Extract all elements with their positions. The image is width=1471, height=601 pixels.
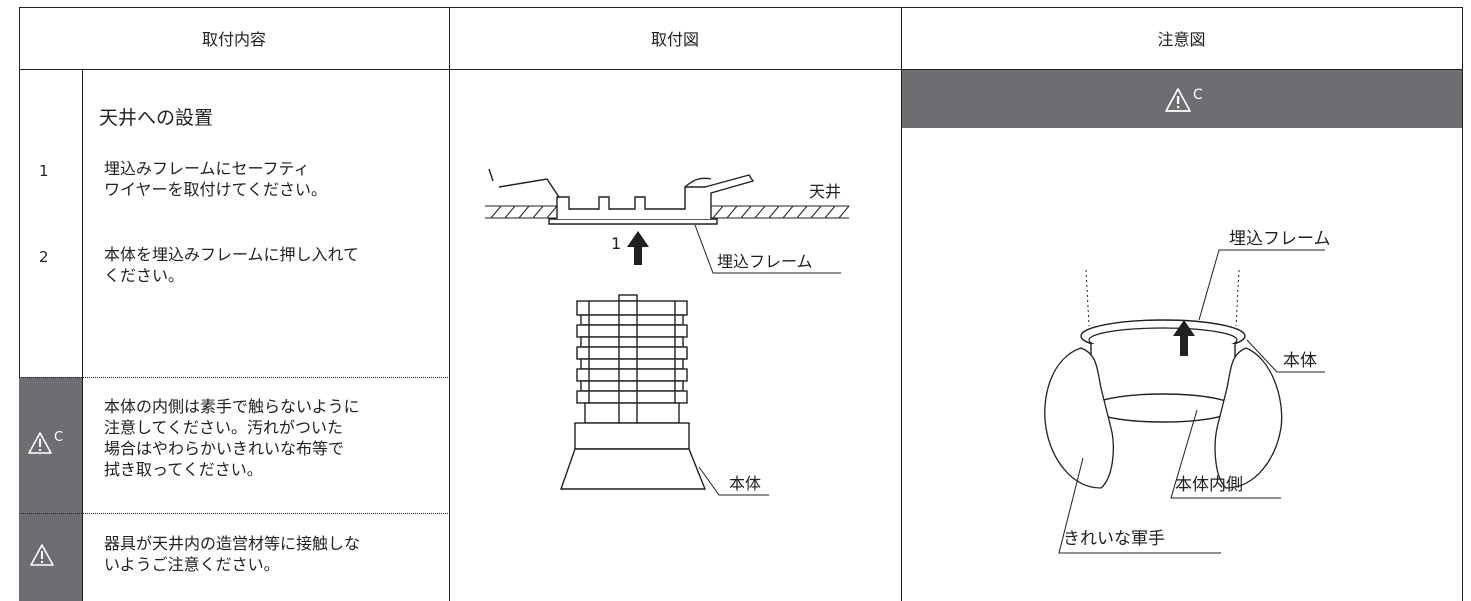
number-column-divider: [82, 69, 83, 601]
table-left-border: [19, 7, 20, 601]
warning-band-mark: C: [1193, 87, 1203, 103]
inner-label: 本体内側: [1175, 475, 1243, 495]
column-divider-2: [901, 7, 902, 601]
caution-text-1: 本体の内側は素手で触らないように 注意してください。汚れがついた 場合はやわらか…: [104, 397, 360, 479]
table-top-border: [19, 7, 1463, 8]
glove-label: きれいな軍手: [1063, 529, 1165, 549]
light-body: [560, 294, 707, 490]
step-text-1: 埋込みフレームにセーフティ ワイヤーを取付けてください。: [104, 159, 328, 199]
caution-mark-1: C: [54, 430, 64, 445]
header-bottom-border: [19, 69, 1463, 70]
caution-body-label: 本体: [1283, 351, 1317, 371]
frame-label: 埋込フレーム: [717, 252, 813, 271]
warning-band: C: [902, 70, 1462, 128]
step-number-1: 1: [39, 162, 49, 180]
step-number-2: 2: [39, 248, 49, 266]
header-install-content: 取付内容: [201, 30, 266, 49]
step-text-2: 本体を埋込みフレームに押し入れて ください。: [104, 245, 360, 285]
caution-text-2: 器具が天井内の造営材等に接触しな いようご注意ください。: [104, 534, 361, 574]
caution-symbol-1: C: [27, 430, 64, 455]
caution-symbol-2: [29, 543, 55, 567]
table-right-border: [1462, 7, 1463, 601]
section-title: 天井への設置: [99, 107, 214, 129]
caution-divider-1: [19, 377, 450, 378]
warning-triangle-icon: [1165, 88, 1191, 112]
install-diagram: 1 天井 埋込フレーム 本体: [485, 168, 850, 496]
ceiling-hatch: [485, 205, 850, 219]
warning-triangle-icon: [30, 544, 54, 566]
caution-frame-label: 埋込フレーム: [1229, 229, 1331, 249]
arrow-up-icon: [1173, 320, 1195, 356]
caution-band: [19, 377, 82, 601]
arrow-up-icon: [627, 231, 649, 265]
caution-divider-2: [19, 513, 450, 514]
installation-table: 取付内容 取付図 注意図 天井への設置 1 埋込みフレームにセーフティ ワイヤー…: [19, 7, 1463, 601]
install-step-number: 1: [611, 234, 621, 253]
body-label: 本体: [729, 474, 761, 493]
header-install-diagram: 取付図: [650, 30, 699, 49]
column-divider-1: [449, 7, 450, 601]
caution-diagram: 埋込フレーム 本体 本体内側 きれいな軍手: [1044, 229, 1331, 554]
embed-frame: [488, 168, 755, 225]
header-caution-diagram: 注意図: [1157, 30, 1206, 49]
warning-triangle-icon: [28, 432, 52, 454]
ceiling-label: 天井: [809, 182, 841, 201]
